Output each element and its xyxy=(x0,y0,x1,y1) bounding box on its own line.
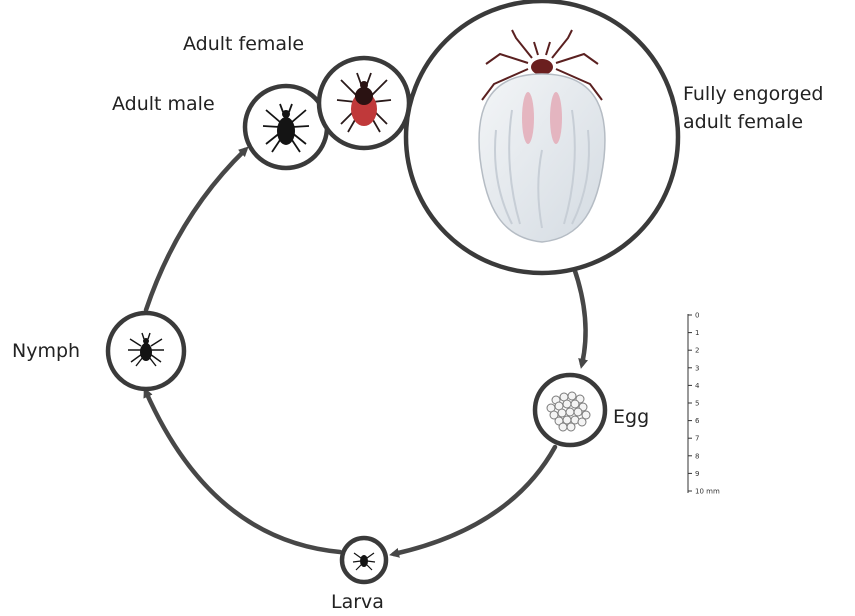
label-larva: Larva xyxy=(331,591,384,615)
scale-tick-label: 8 xyxy=(695,452,699,460)
label-nymph: Nymph xyxy=(12,340,80,364)
scale-tick-label: 6 xyxy=(695,417,700,425)
scale-tick-label: 9 xyxy=(695,470,699,478)
engorged-female-stage xyxy=(406,1,678,273)
larva-stage xyxy=(342,538,386,582)
egg-stage xyxy=(535,375,605,445)
millimeter-scale: 0 1 2 3 4 5 6 7 8 9 10 mm xyxy=(688,312,720,496)
scale-tick-label: 4 xyxy=(695,382,700,390)
arrow-egg-to-larva xyxy=(394,447,555,554)
scale-tick-label: 1 xyxy=(695,329,699,337)
adult-male-stage xyxy=(245,86,327,168)
arrow-engorged-to-egg xyxy=(574,268,586,364)
scale-tick-label: 10 mm xyxy=(695,488,720,496)
scale-tick-label: 7 xyxy=(695,435,699,443)
scale-tick-label: 3 xyxy=(695,364,699,372)
label-egg: Egg xyxy=(613,406,649,430)
adult-female-stage xyxy=(319,58,409,148)
scale-tick-label: 5 xyxy=(695,400,699,408)
arrow-nymph-to-adult-male xyxy=(146,150,245,310)
label-engorged-line2: adult female xyxy=(683,111,803,135)
arrow-larva-to-nymph xyxy=(146,392,340,552)
label-adult-male: Adult male xyxy=(112,93,215,117)
label-engorged-line1: Fully engorged xyxy=(683,83,823,107)
scale-tick-label: 0 xyxy=(695,312,699,320)
nymph-stage xyxy=(108,313,184,389)
label-adult-female: Adult female xyxy=(183,33,304,57)
scale-tick-label: 2 xyxy=(695,347,699,355)
